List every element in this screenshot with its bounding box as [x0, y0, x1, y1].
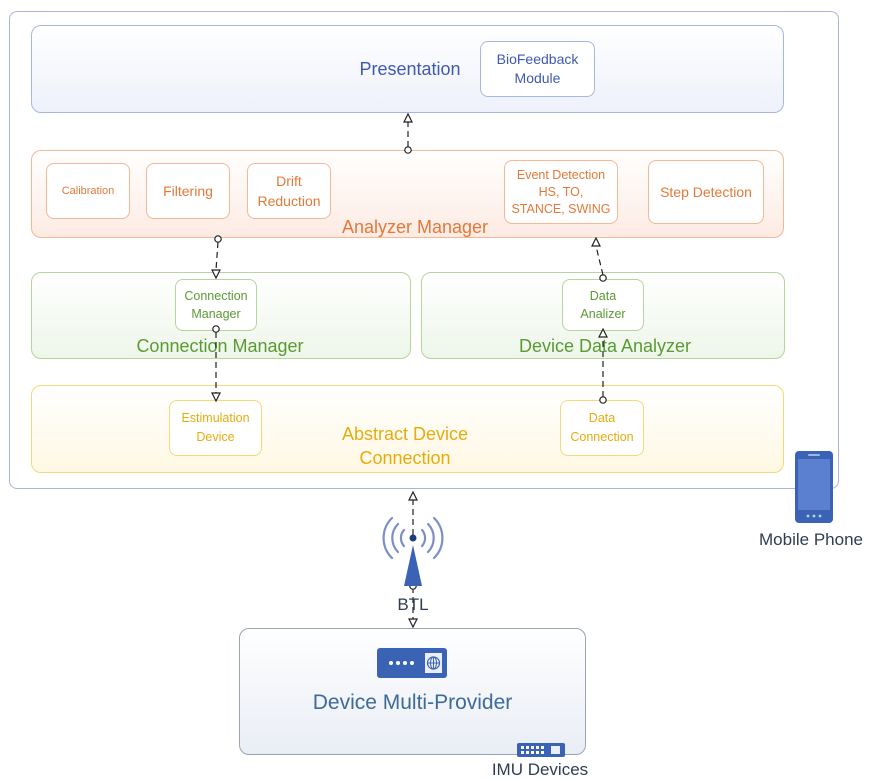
arrowhead [408, 490, 418, 501]
filtering-module: Filtering [146, 163, 230, 219]
device-data-analyzer-label: Device Data Analyzer [518, 335, 692, 356]
device-multi-provider-label: Device Multi-Provider [312, 691, 513, 714]
presentation-layer [31, 25, 784, 113]
presentation-label: Presentation [359, 58, 461, 79]
connection-manager-module: Connection Manager [175, 279, 257, 331]
analyzer-manager-label: Analyzer Manager [341, 216, 489, 237]
event-detection-module: Event Detection HS, TO, STANCE, SWING [504, 160, 618, 224]
imu-devices-label: IMU Devices [491, 760, 589, 779]
antenna-icon [382, 516, 444, 586]
biofeedback-module: BioFeedback Module [480, 41, 595, 97]
connection-manager-label: Connection Manager [136, 335, 304, 356]
drift-reduction-module: Drift Reduction [247, 163, 331, 219]
abstract-device-connection-label: Abstract Device Connection [341, 424, 469, 468]
step-detection-module: Step Detection [648, 160, 764, 224]
mobile-phone-label: Mobile Phone [759, 530, 863, 549]
btl-label: BTL [397, 595, 429, 614]
data-analizer-module: Data Analizer [562, 279, 644, 331]
abstract-device-connection-layer [31, 385, 784, 473]
connector-end-circle [409, 582, 417, 590]
calibration-module: Calibration [46, 163, 130, 219]
data-connection-module: Data Connection [560, 400, 644, 456]
estimulation-device-module: Estimulation Device [169, 400, 262, 456]
arrowhead [408, 618, 418, 629]
